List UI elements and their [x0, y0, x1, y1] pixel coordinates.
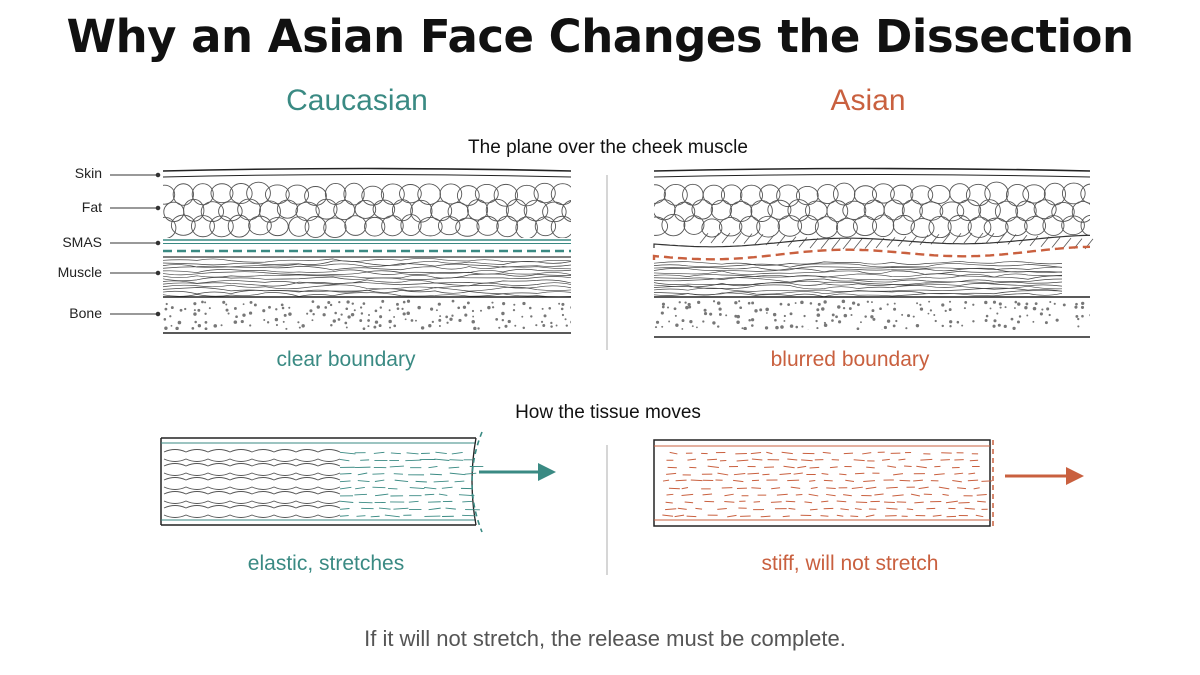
- page-title: Why an Asian Face Changes the Dissection: [66, 10, 1135, 63]
- layer-label-skin: Skin: [74, 165, 102, 181]
- clear-boundary-caption: clear boundary: [276, 348, 416, 371]
- layer-leaders: [110, 172, 161, 317]
- layer-label-fat: Fat: [81, 199, 102, 215]
- stiff-caption: stiff, will not stretch: [761, 552, 939, 575]
- elastic-caption: elastic, stretches: [247, 552, 405, 575]
- layer-label-smas: SMAS: [62, 234, 102, 250]
- elastic-arrow: [479, 463, 556, 481]
- layer-label-bone: Bone: [69, 305, 102, 321]
- caucasian-cross-section: [162, 167, 572, 334]
- movement-section-label: How the tissue moves: [515, 402, 701, 423]
- asian-cross-section: [652, 167, 1094, 338]
- caucasian-heading: Caucasian: [286, 84, 428, 117]
- plane-section-label: The plane over the cheek muscle: [468, 137, 748, 158]
- blurred-boundary-caption: blurred boundary: [770, 348, 930, 371]
- stiff-tissue-strip: [653, 439, 994, 527]
- footer-note: If it will not stretch, the release must…: [364, 626, 846, 651]
- elastic-tissue-strip: [160, 431, 484, 533]
- stiff-arrow: [1005, 467, 1084, 485]
- asian-heading: Asian: [830, 84, 906, 117]
- asian-smas-plane: [652, 245, 1091, 261]
- layer-label-muscle: Muscle: [57, 264, 102, 280]
